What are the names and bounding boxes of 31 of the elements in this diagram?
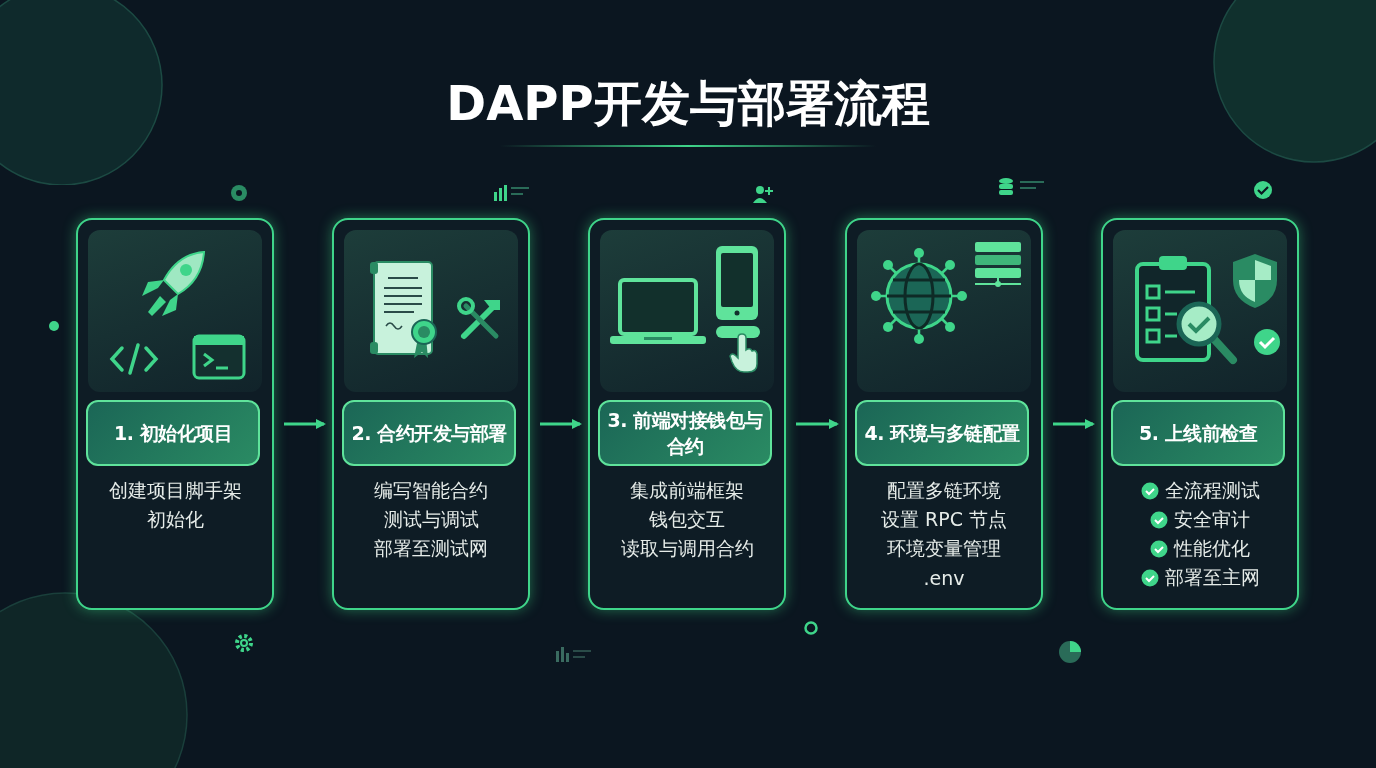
step-card	[76, 218, 274, 610]
step-text: 部署至测试网	[374, 535, 488, 561]
step-text: 集成前端框架	[630, 477, 744, 503]
step-text: 钱包交互	[649, 506, 725, 532]
step-text: 设置 RPC 节点	[881, 506, 1007, 532]
arrow	[284, 419, 326, 429]
step-heading: 2. 合约开发与部署	[342, 400, 516, 466]
step-text: 性能优化	[1174, 535, 1250, 561]
step-heading: 5. 上线前检查	[1111, 400, 1285, 466]
arrow	[540, 419, 582, 429]
step-heading: 4. 环境与多链配置	[855, 400, 1029, 466]
arrow	[1053, 419, 1095, 429]
step-heading: 3. 前端对接钱包与合约	[598, 400, 772, 466]
step-text: 测试与调试	[383, 506, 479, 532]
step-card	[332, 218, 530, 610]
step-text: 全流程测试	[1164, 477, 1260, 503]
arrow	[796, 419, 839, 429]
step-text: .env	[923, 566, 965, 589]
step-card	[1101, 218, 1299, 610]
step-text: 初始化	[146, 506, 204, 532]
step-card	[588, 218, 786, 610]
title: DAPP开发与部署流程	[446, 75, 930, 131]
step-text: 部署至主网	[1164, 564, 1260, 590]
step-text: 读取与调用合约	[620, 535, 754, 561]
step-heading: 1. 初始化项目	[86, 400, 260, 466]
step-text: 配置多链环境	[887, 477, 1001, 503]
step-text: 环境变量管理	[887, 535, 1001, 561]
step-text: 安全审计	[1174, 506, 1250, 532]
step-card	[845, 218, 1043, 610]
step-text: 创建项目脚手架	[108, 477, 242, 503]
step-text: 编写智能合约	[374, 477, 488, 503]
